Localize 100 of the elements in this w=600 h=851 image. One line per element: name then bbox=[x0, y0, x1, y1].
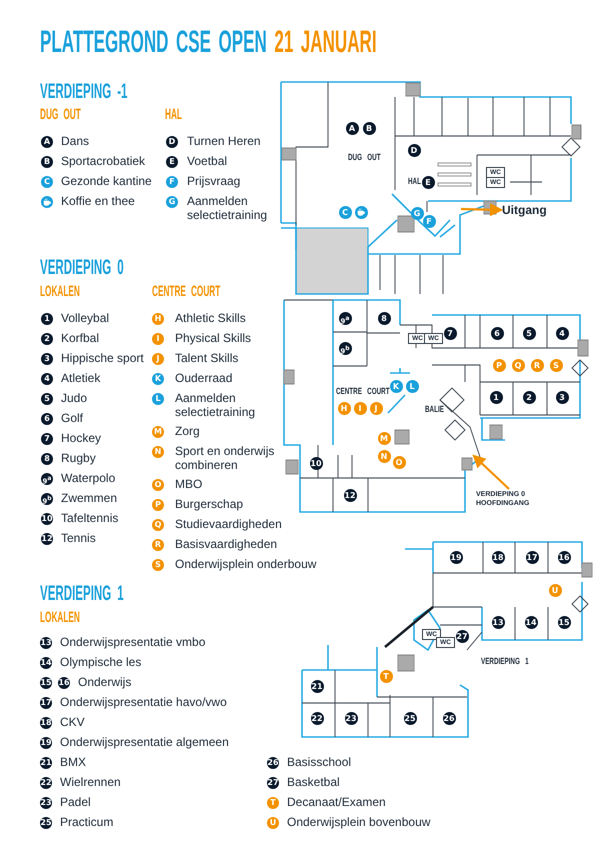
room-marker: 12 bbox=[41, 533, 53, 545]
room-marker: 27 bbox=[267, 777, 279, 789]
room-marker: L bbox=[152, 393, 164, 405]
room-marker: 8 bbox=[378, 312, 390, 324]
room-marker: 2 bbox=[522, 390, 536, 404]
room-marker: 21 bbox=[310, 680, 324, 692]
floor-heading: VERDIEPING 1 bbox=[40, 582, 124, 606]
room-label: VERDIEPING 1 bbox=[481, 656, 529, 666]
room-marker: 17 bbox=[40, 697, 52, 709]
room-marker: T bbox=[267, 797, 279, 809]
room-marker: 18 bbox=[492, 550, 504, 564]
section-heading: LOKALEN bbox=[40, 283, 80, 300]
room-marker: D bbox=[408, 144, 420, 156]
legend-text: Golf bbox=[61, 412, 84, 426]
legend-text: Basisschool bbox=[287, 756, 352, 770]
room-marker: I bbox=[152, 333, 164, 345]
room-label: BALIE bbox=[425, 404, 444, 414]
room-marker: T bbox=[380, 670, 392, 682]
room-marker: 15 bbox=[558, 616, 570, 628]
room-marker: N bbox=[378, 450, 390, 462]
legend-text: Hippische sport bbox=[61, 352, 144, 366]
legend-text: Onderwijspresentatie algemeen bbox=[60, 736, 229, 750]
legend-text: CKV bbox=[60, 716, 85, 730]
section-heading: DUG OUT bbox=[40, 106, 81, 123]
legend-text: Onderwijspresentatie havo/vwo bbox=[60, 696, 227, 710]
room-marker: G bbox=[410, 206, 424, 220]
room-marker: 4 bbox=[41, 373, 53, 385]
legend-text: BMX bbox=[60, 756, 86, 770]
room-marker: 19 bbox=[450, 550, 462, 564]
room-marker: 22 bbox=[40, 777, 52, 789]
legend-text: Voetbal bbox=[187, 155, 228, 168]
arrow bbox=[472, 454, 510, 490]
legend-text: Decanaat/Examen bbox=[287, 796, 386, 810]
room-marker: J bbox=[152, 353, 164, 365]
room-marker: K bbox=[152, 373, 164, 385]
legend-text: Prijsvraag bbox=[187, 175, 240, 188]
room-marker: A bbox=[41, 136, 53, 148]
room-marker: 10 bbox=[310, 456, 322, 470]
room-marker: 5 bbox=[522, 326, 536, 340]
room-marker: R bbox=[530, 358, 544, 372]
legend-text: Zwemmen bbox=[61, 492, 118, 506]
room-marker: 13 bbox=[40, 637, 52, 649]
room-marker: E bbox=[166, 156, 178, 168]
room-marker: 27 bbox=[456, 630, 468, 642]
floor-heading: VERDIEPING 0 bbox=[40, 256, 124, 280]
room-marker: P bbox=[152, 499, 164, 511]
legend-text: Aanmelden selectietraining bbox=[187, 195, 268, 222]
room-marker: 12 bbox=[344, 488, 356, 502]
room-marker: S bbox=[152, 559, 164, 571]
legend-text: Basisvaardigheden bbox=[175, 538, 278, 552]
section-heading: CENTRE COURT bbox=[152, 283, 220, 300]
legend-text: Ouderraad bbox=[175, 372, 232, 386]
room-marker: 3 bbox=[41, 353, 53, 365]
room-marker: 7 bbox=[41, 433, 53, 445]
legend-text: Koffie en thee bbox=[61, 195, 135, 208]
room-marker: Q bbox=[512, 358, 524, 372]
room-marker: 15 bbox=[40, 677, 52, 689]
room-marker: U bbox=[267, 817, 279, 829]
room-marker: C bbox=[338, 206, 352, 218]
room-marker: M bbox=[378, 432, 390, 444]
room-marker: 10 bbox=[41, 513, 53, 525]
legend-text: Wielrennen bbox=[60, 776, 121, 790]
legend-text: Burgerschap bbox=[175, 498, 244, 512]
room-marker: D bbox=[166, 136, 178, 148]
arrow bbox=[460, 203, 504, 216]
legend-text: Waterpolo bbox=[61, 472, 116, 486]
room-marker: 14 bbox=[524, 616, 538, 628]
legend-text: Sport en onderwijs combineren bbox=[175, 445, 276, 472]
room-marker: S bbox=[550, 358, 562, 372]
room-marker: Q bbox=[152, 519, 164, 531]
room-marker: B bbox=[362, 122, 376, 134]
legend-text: Rugby bbox=[61, 452, 96, 466]
legend-text: Padel bbox=[60, 796, 91, 810]
legend-text: Hockey bbox=[61, 432, 102, 446]
room-marker: 19 bbox=[40, 737, 52, 749]
room-marker: G bbox=[166, 196, 178, 208]
room-marker: E bbox=[422, 176, 434, 188]
room-marker: U bbox=[548, 584, 562, 596]
room-marker: 6 bbox=[490, 326, 504, 340]
room-marker: 2 bbox=[41, 333, 53, 345]
room-marker: 3 bbox=[556, 390, 568, 404]
room-marker: 13 bbox=[492, 616, 504, 628]
legend-text: Gezonde kantine bbox=[61, 175, 152, 188]
section-heading: LOKALEN bbox=[40, 609, 80, 626]
room-label: HAL bbox=[408, 176, 421, 186]
room-marker: 22 bbox=[310, 712, 324, 724]
legend-text: Aanmelden selectietraining bbox=[175, 392, 256, 419]
legend-text: Onderwijsplein onderbouw bbox=[175, 558, 316, 572]
room-marker: 17 bbox=[526, 550, 538, 564]
legend-text: Onderwijsplein bovenbouw bbox=[287, 816, 430, 830]
exit-label: Uitgang bbox=[502, 203, 547, 217]
room-marker: 25 bbox=[40, 817, 52, 829]
room-marker: 16 bbox=[558, 550, 570, 564]
room-marker: M bbox=[152, 426, 164, 438]
room-marker: N bbox=[152, 446, 164, 458]
room-marker: 21 bbox=[40, 757, 52, 769]
legend-text: Turnen Heren bbox=[187, 135, 261, 148]
legend-text: Atletiek bbox=[61, 372, 100, 386]
room-marker: J bbox=[370, 402, 382, 414]
room-marker: 6 bbox=[41, 413, 53, 425]
